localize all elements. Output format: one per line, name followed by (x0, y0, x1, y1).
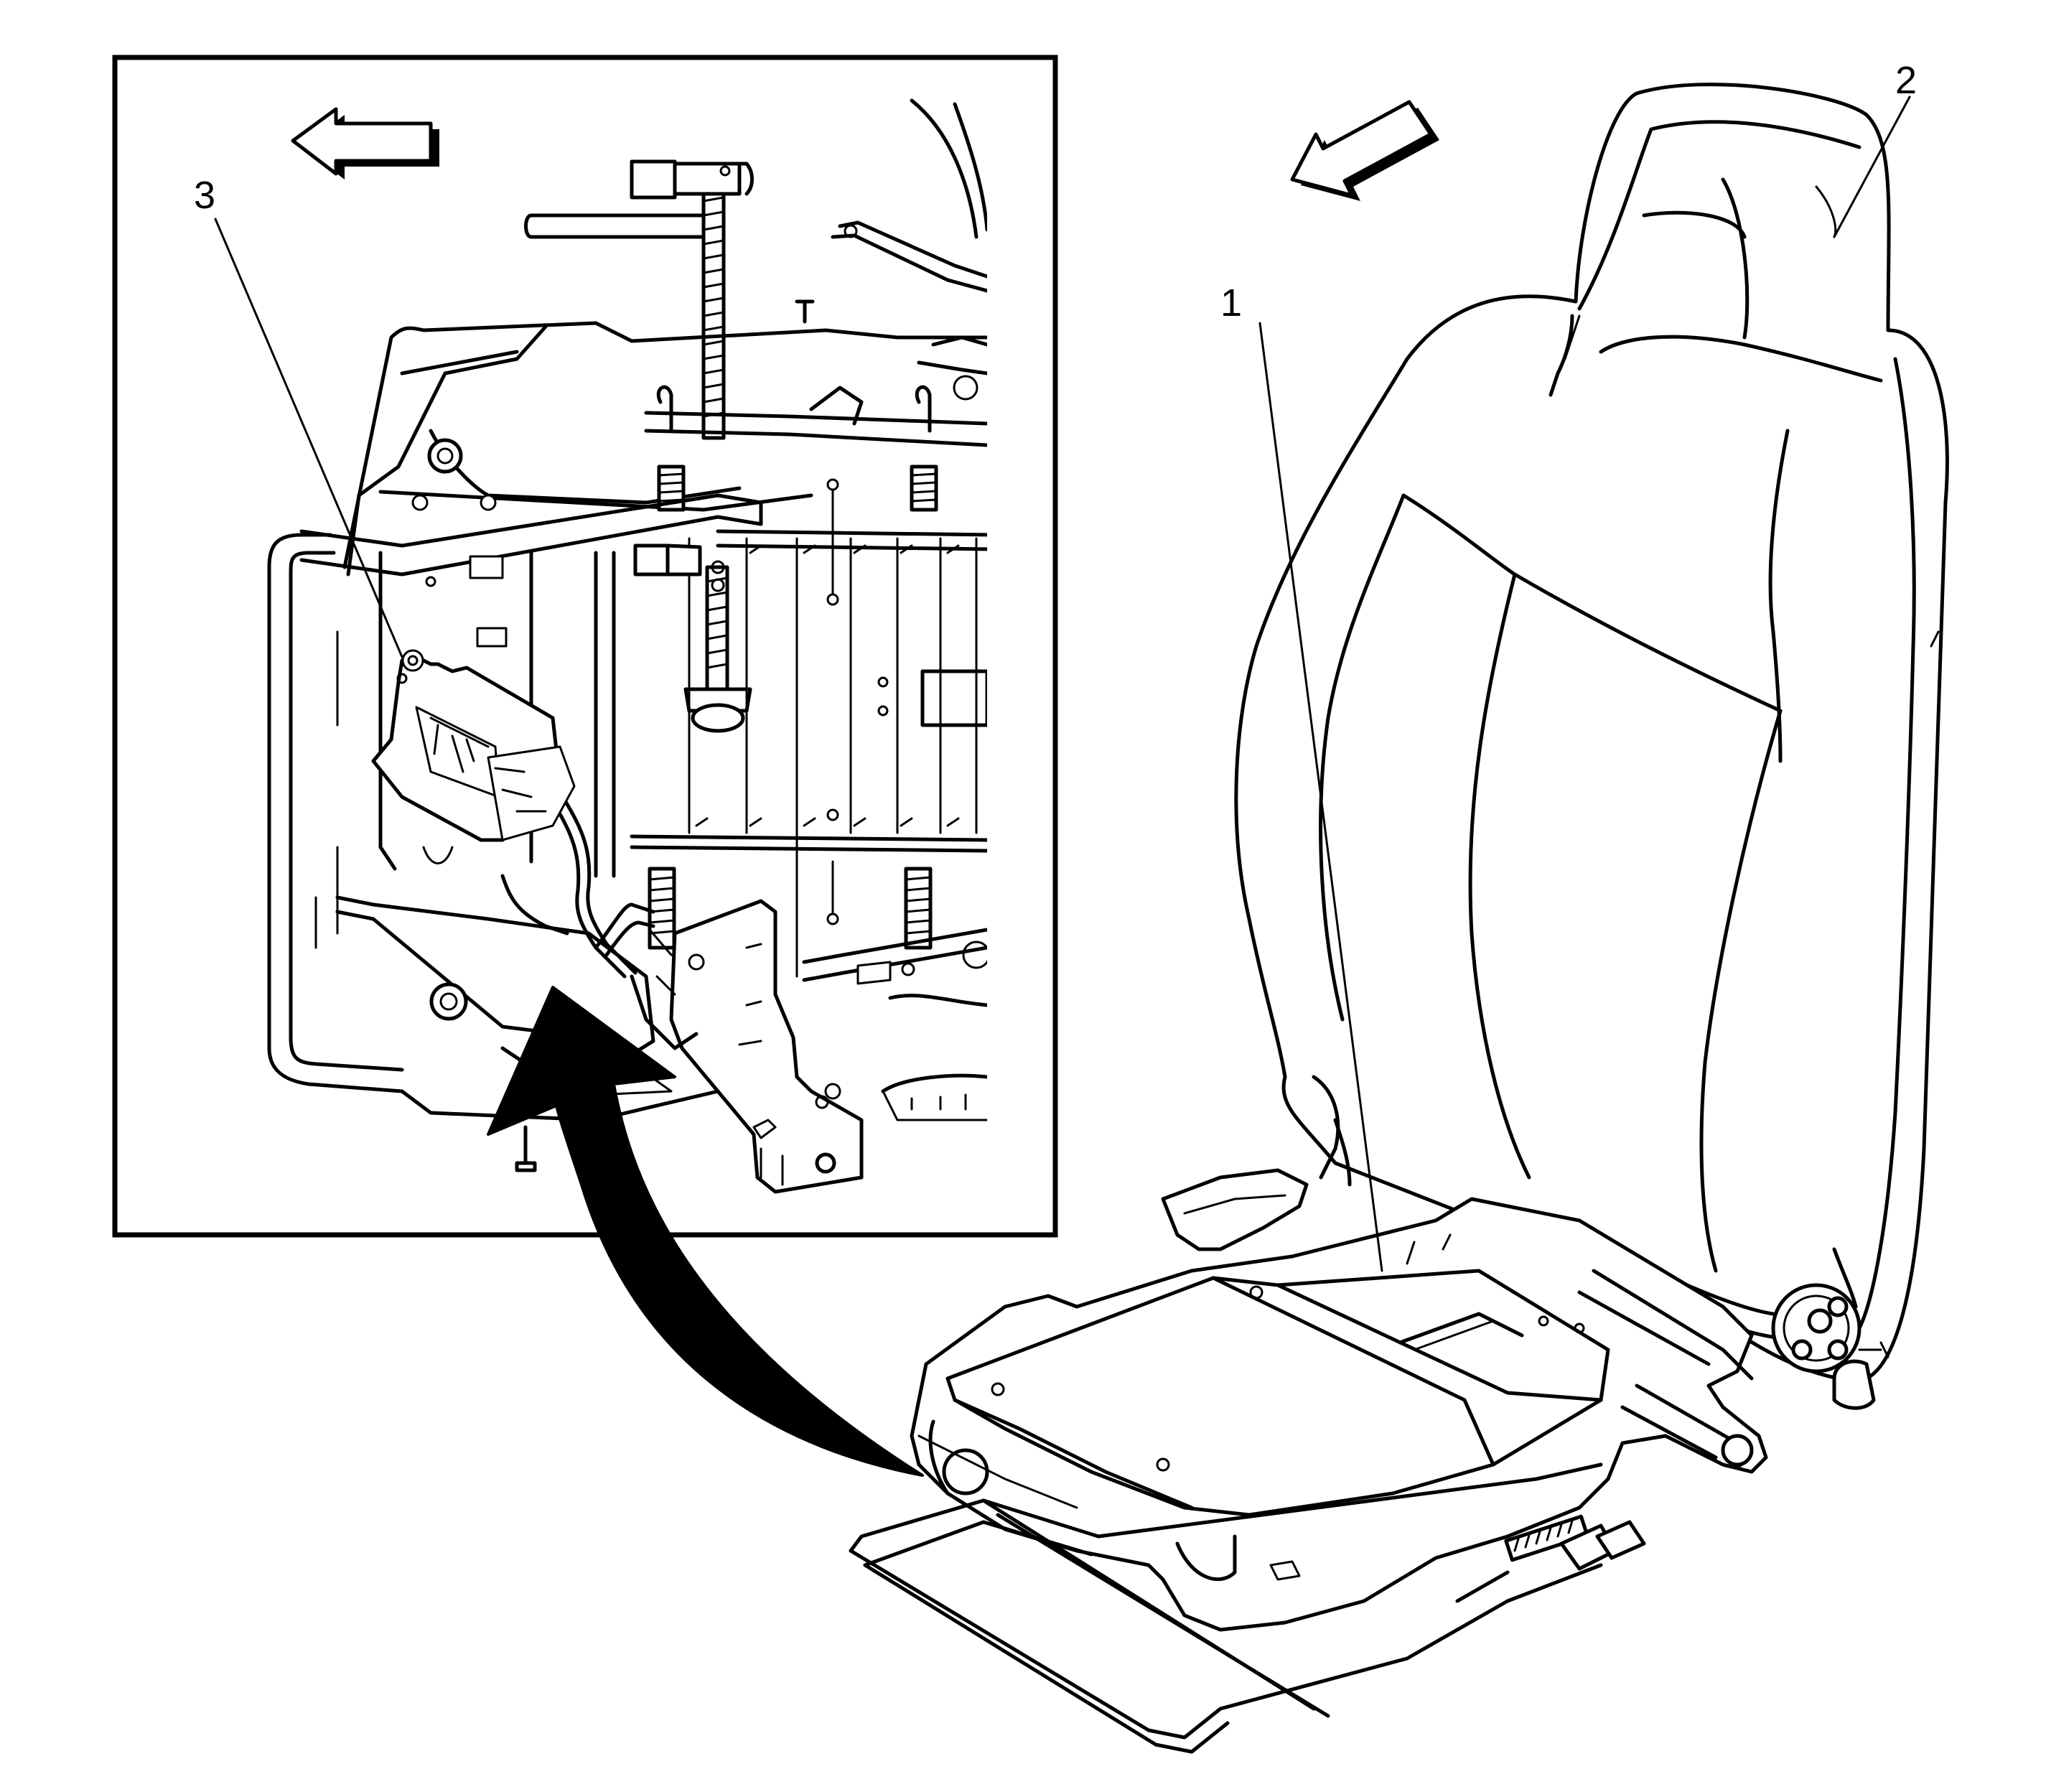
seat-side-trim (1161, 1075, 1352, 1251)
frame-springs (648, 465, 938, 950)
callout-2-leader (1833, 95, 1911, 238)
screw-icon (515, 1125, 537, 1172)
callout-1-leader (1258, 322, 1383, 1272)
arrow-down-left-icon (1290, 100, 1439, 201)
seat-back (1234, 83, 1949, 1382)
callout-2-label: 2 (1895, 59, 1917, 102)
callout-1-label: 1 (1220, 281, 1242, 325)
seat-cushion-frame (910, 1197, 1768, 1632)
callout-3-leader (214, 218, 403, 658)
seat-assembly: 1 2 (849, 59, 1949, 1754)
curved-arrow-icon (487, 986, 924, 1477)
recliner-mechanism (1771, 1247, 1889, 1410)
seat-frame-detail (267, 98, 987, 1194)
control-module (371, 649, 576, 842)
slider-tube-frame (849, 1462, 1646, 1754)
callout-3-label: 3 (194, 174, 215, 217)
arrow-left-icon (291, 107, 439, 179)
seat-bracket (669, 899, 864, 1194)
